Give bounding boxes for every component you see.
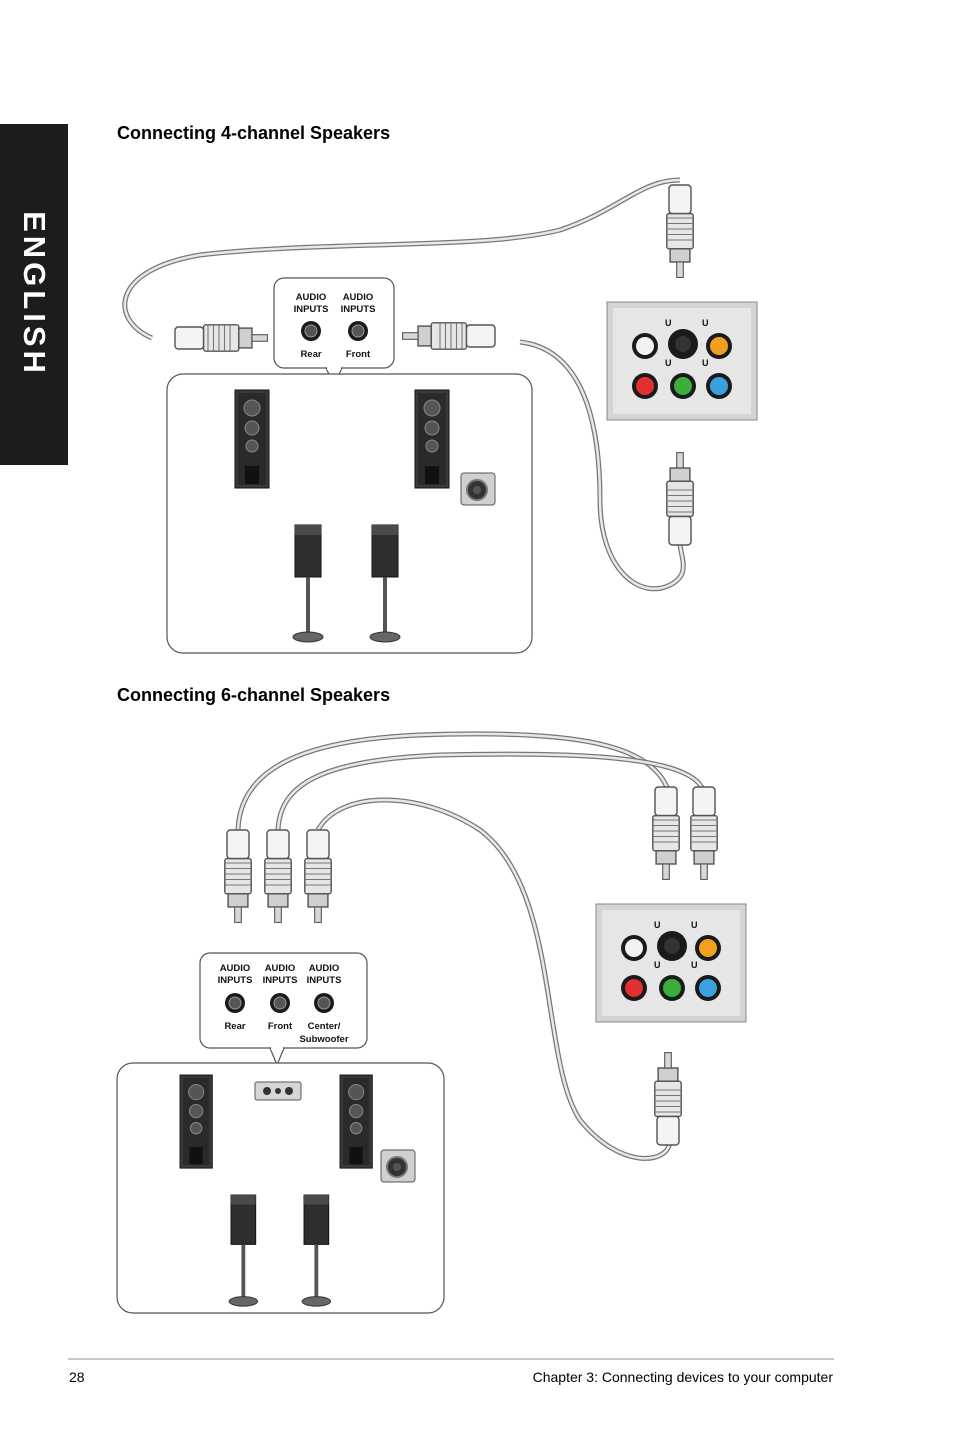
jack-4ch-front-label: Front xyxy=(346,349,371,360)
front-right-speaker xyxy=(414,389,450,489)
page-number: 28 xyxy=(69,1369,85,1385)
speaker-set-box-4ch xyxy=(166,373,533,654)
chapter-title: Chapter 3: Connecting devices to your co… xyxy=(532,1369,833,1385)
jack-4ch-front-line2: INPUTS xyxy=(341,304,376,315)
center-speaker xyxy=(254,1081,302,1101)
jack-6ch-front-label: Front xyxy=(268,1021,293,1032)
jack-4ch-front-line1: AUDIO xyxy=(343,292,374,303)
front-left-speaker xyxy=(234,389,270,489)
audio-io-panel-4ch xyxy=(606,301,758,421)
jack-6ch-rear-label: Rear xyxy=(224,1021,245,1032)
diagram-6ch: AUDIO INPUTS Rear AUDIO INPUTS Front AUD… xyxy=(116,731,747,1314)
front-right-speaker-6ch xyxy=(339,1074,373,1169)
jack-6ch-center-line2: INPUTS xyxy=(307,975,342,986)
jack-6ch-rear-line1: AUDIO xyxy=(220,963,251,974)
jack-4ch-rear-line1: AUDIO xyxy=(296,292,327,303)
jack-6ch-center-line1: AUDIO xyxy=(309,963,340,974)
front-left-speaker-6ch xyxy=(179,1074,213,1169)
jack-6ch-front-line1: AUDIO xyxy=(265,963,296,974)
jack-4ch-rear-label: Rear xyxy=(300,349,321,360)
subwoofer xyxy=(460,472,496,506)
subwoofer-6ch xyxy=(380,1149,416,1183)
language-side-tab: ENGLISH xyxy=(0,124,68,465)
jack-6ch-center-label: Center/ xyxy=(308,1021,341,1032)
section-title-4ch: Connecting 4-channel Speakers xyxy=(117,123,391,143)
footer-rule xyxy=(68,1358,834,1360)
jack-4ch-rear-line2: INPUTS xyxy=(294,304,329,315)
jack-6ch-front-line2: INPUTS xyxy=(263,975,298,986)
audio-io-panel-6ch xyxy=(595,903,747,1023)
jack-6ch-rear-line2: INPUTS xyxy=(218,975,253,986)
diagram-4ch: AUDIO INPUTS Rear AUDIO INPUTS Front xyxy=(122,177,758,654)
jack-6ch-center-label2: Subwoofer xyxy=(299,1034,348,1045)
section-title-6ch: Connecting 6-channel Speakers xyxy=(117,685,391,705)
